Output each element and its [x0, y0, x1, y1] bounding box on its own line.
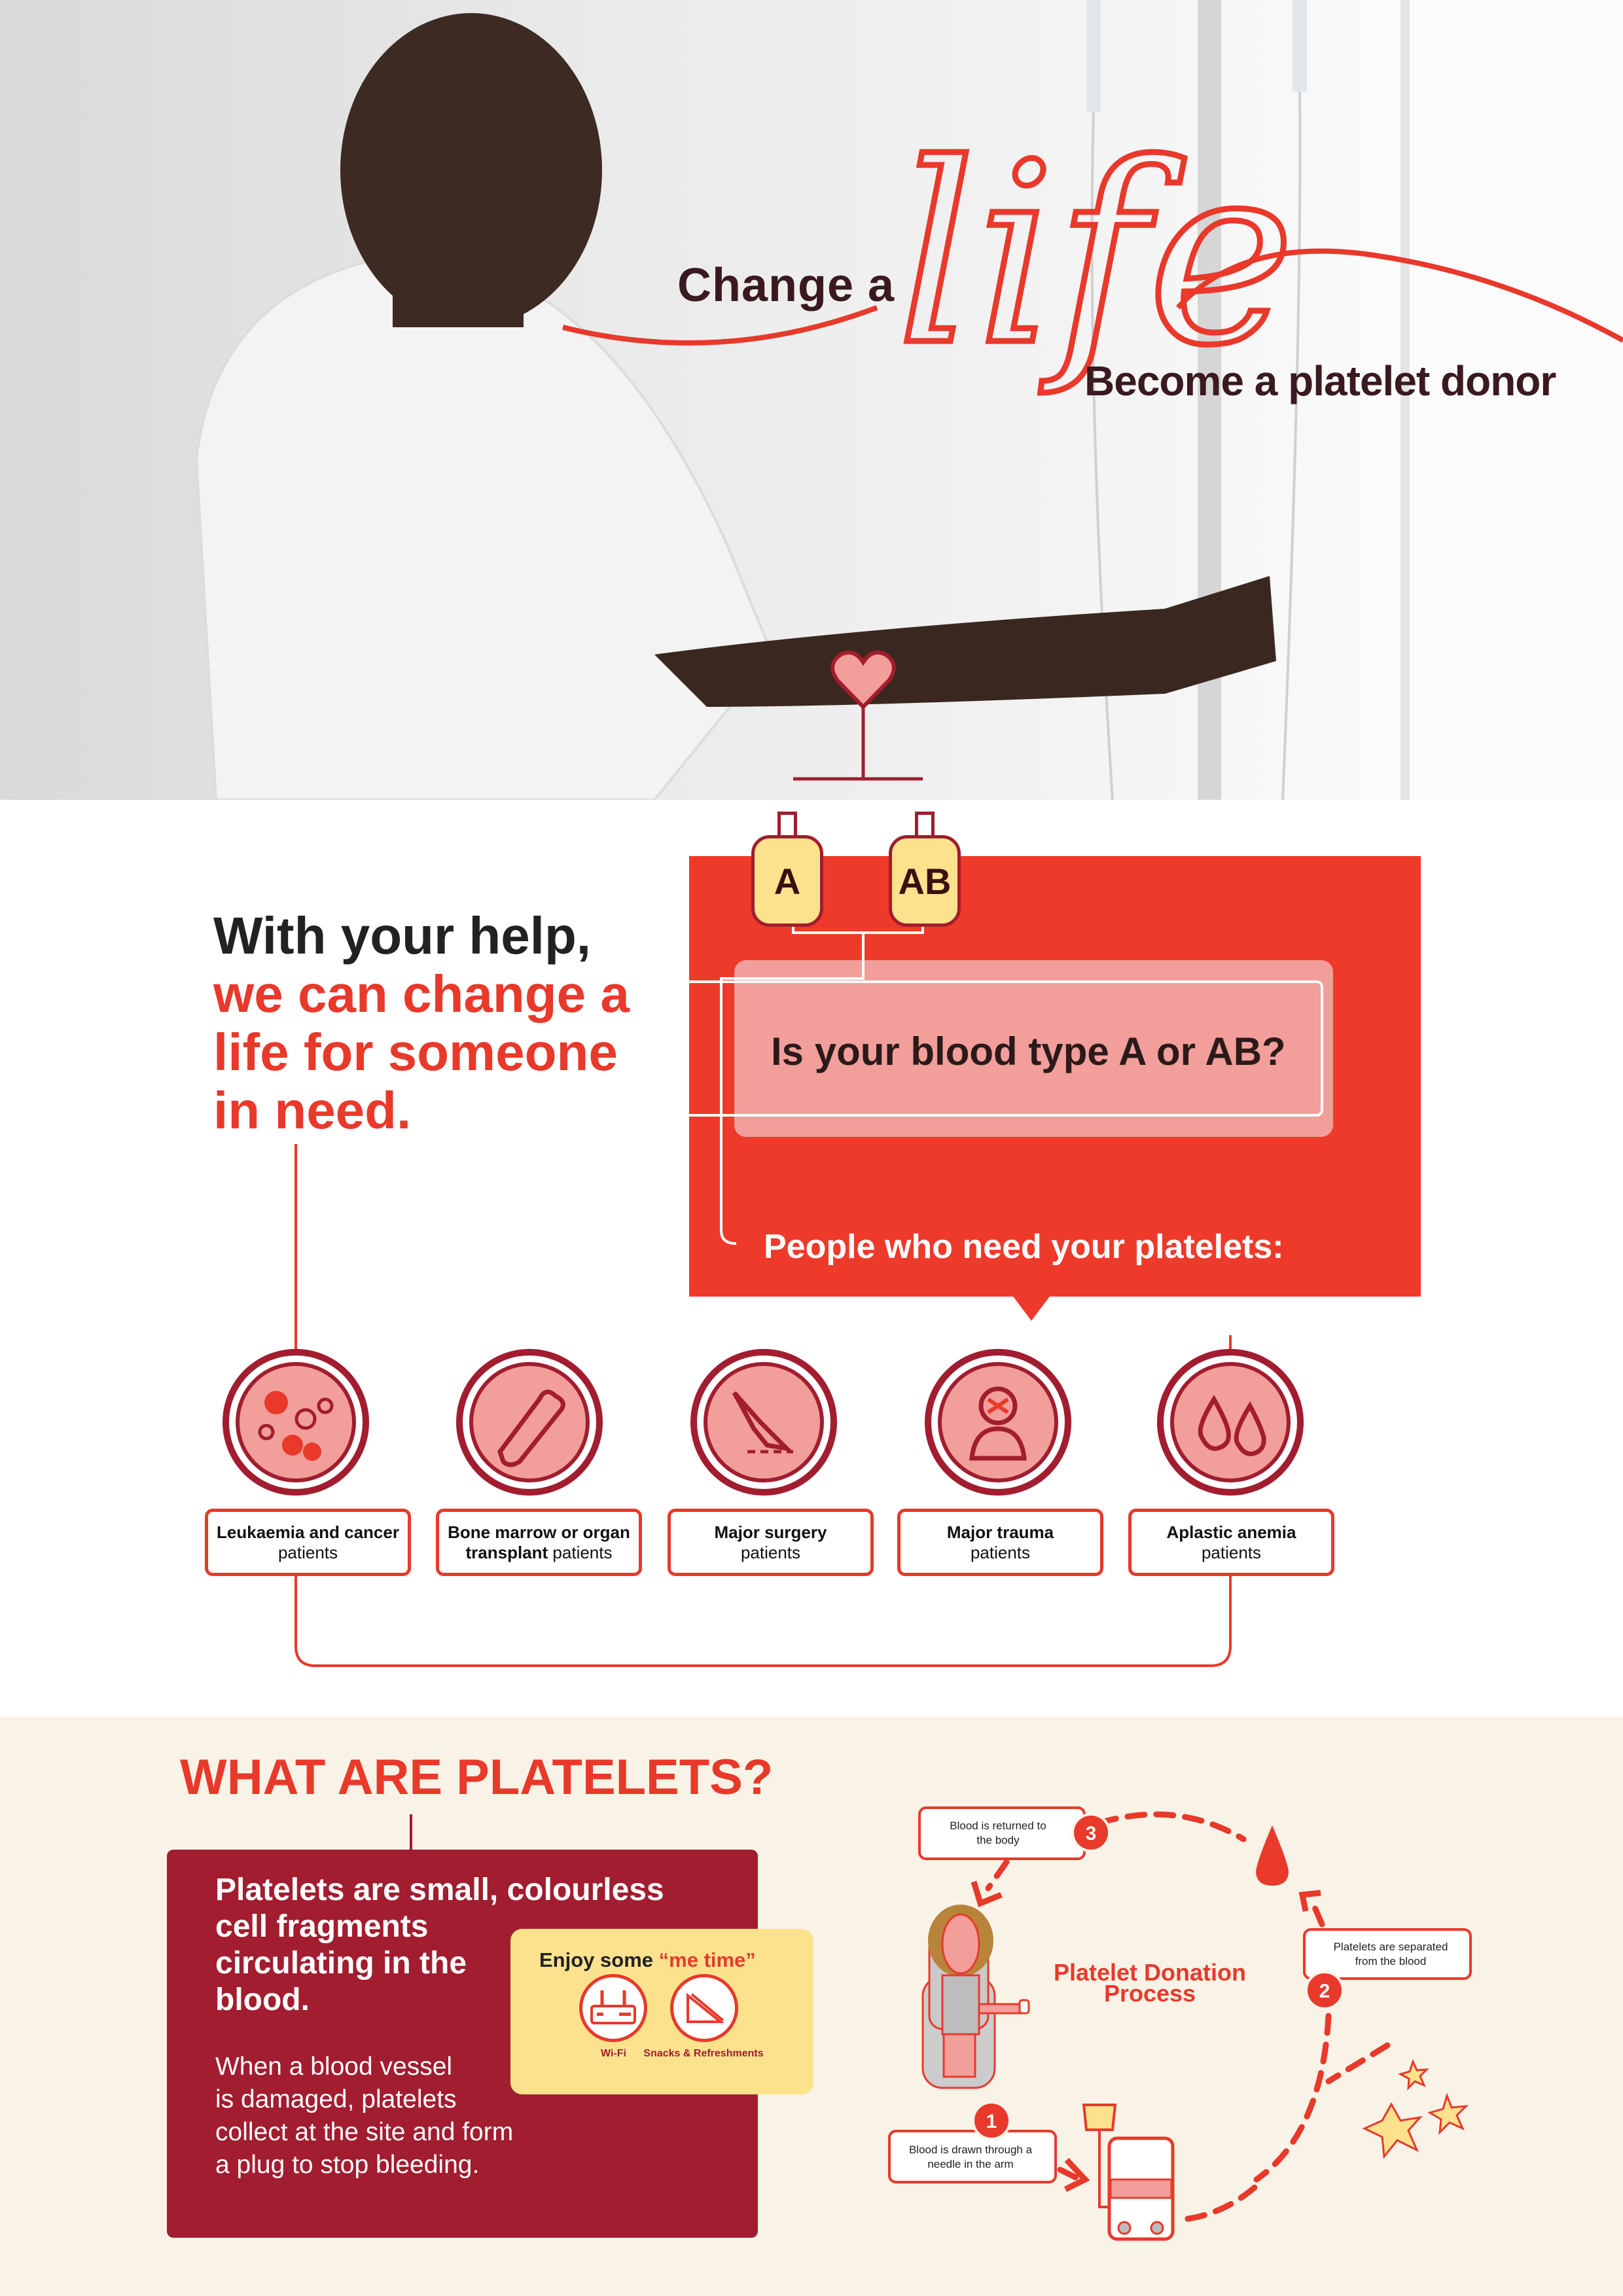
headline-life-script: life	[894, 110, 1298, 400]
wifi-router-icon	[579, 1974, 647, 2042]
step-number: 3	[1086, 1823, 1097, 1844]
arrow-head	[971, 1880, 1003, 1908]
blood-drops-icon	[1157, 1349, 1304, 1496]
apheresis-machine-icon	[1082, 2104, 1175, 2241]
help-line: With your help,	[213, 906, 592, 965]
blood-bag-ab: AB	[889, 812, 961, 927]
label-rest: patients	[552, 1543, 613, 1562]
snacks-label: Snacks & Refreshments	[643, 2048, 764, 2059]
enjoy-prefix: Enjoy some	[539, 1948, 653, 1971]
blood-bag-a: A	[751, 812, 823, 927]
wifi-label: Wi-Fi	[601, 2048, 626, 2059]
lead-line: Platelets are small, colourless	[215, 1873, 664, 1907]
arrow-head	[1298, 1890, 1321, 1912]
step-text: Platelets are separated	[1334, 1941, 1448, 1953]
help-heading: With your help, we can change a life for…	[213, 906, 630, 1139]
arm	[654, 576, 1276, 707]
label-rest: patients	[970, 1543, 1031, 1562]
panel-pointer	[1012, 1295, 1051, 1321]
arrow-head	[1063, 2157, 1090, 2193]
label-bold: Leukaemia and cancer	[217, 1522, 399, 1542]
step-text: Blood is returned to	[950, 1820, 1046, 1832]
label-bold: Major trauma	[946, 1522, 1054, 1542]
label-bold: Bone marrow or organ	[448, 1522, 630, 1542]
blood-type-label: AB	[889, 835, 961, 927]
help-line: life for someone	[213, 1023, 618, 1081]
sandwich-icon	[670, 1974, 738, 2042]
title-tick	[410, 1814, 412, 1850]
question-box	[734, 960, 1333, 1137]
label-bold: Major surgery	[714, 1522, 827, 1542]
platelets-lead: Platelets are small, colourless cell fra…	[215, 1872, 664, 2018]
scalpel-icon	[690, 1349, 837, 1496]
lead-line: cell fragments	[215, 1909, 429, 1944]
help-line: we can change a	[213, 965, 630, 1023]
body-line: When a blood vessel	[215, 2053, 453, 2081]
help-line: in need.	[213, 1081, 412, 1139]
heart-icon	[830, 651, 896, 710]
headline-change: Change a	[677, 259, 895, 312]
body-line: collect at the site and form	[215, 2118, 514, 2146]
process-title: Process	[1104, 1980, 1196, 2007]
hero-photo: Change a life Become a platelet donor	[0, 0, 1623, 800]
step-2: Platelets are separated from the blood 2	[1303, 1928, 1472, 2010]
blood-drop-icon	[1256, 1825, 1289, 1886]
step-text: the body	[976, 1834, 1020, 1846]
wave-line	[562, 248, 1623, 346]
label-rest: patients	[277, 1543, 338, 1562]
blood-type-label: A	[751, 835, 823, 927]
bone-icon	[456, 1349, 603, 1496]
connector-lines	[294, 651, 1232, 1667]
blood-cells-icon	[223, 1349, 369, 1496]
body-line: is damaged, platelets	[215, 2085, 457, 2113]
people-heading: People who need your platelets:	[764, 1228, 1284, 1266]
process-arrows	[985, 1811, 1391, 2222]
lead-line: blood.	[215, 1982, 310, 2017]
me-time-box: Enjoy some “me time” Wi-Fi Snacks & Refr…	[510, 1929, 813, 2094]
headline-become-donor: Become a platelet donor	[1084, 357, 1556, 404]
me-time-heading: Enjoy some “me time”	[539, 1948, 756, 1972]
label-rest: patients	[1201, 1543, 1262, 1562]
label-bold: transplant	[465, 1543, 548, 1562]
process-title: Platelet Donation	[1054, 1959, 1246, 1986]
injured-person-icon	[925, 1349, 1071, 1496]
blood-type-question: Is your blood type A or AB?	[771, 1030, 1286, 1073]
donor-person-illustration	[921, 1905, 1030, 2089]
label-rest: patients	[740, 1543, 801, 1562]
platelets-title: WHAT ARE PLATELETS?	[180, 1749, 774, 1805]
step-number: 1	[986, 2111, 997, 2132]
body-line: a plug to stop bleeding.	[215, 2151, 480, 2179]
lead-line: circulating in the	[215, 1946, 467, 1981]
step-text: from the blood	[1355, 1955, 1427, 1967]
enjoy-highlight: “me time”	[658, 1948, 756, 1971]
step-1: Blood is drawn through a needle in the a…	[888, 2101, 1057, 2183]
label-bold: Aplastic anemia	[1166, 1522, 1296, 1542]
step-number: 2	[1319, 1981, 1330, 2002]
step-3: Blood is returned to the body 3	[918, 1806, 1111, 1860]
step-text: Blood is drawn through a	[909, 2144, 1033, 2156]
platelet-stars-icon	[1362, 2058, 1469, 2159]
platelets-body: When a blood vessel is damaged, platelet…	[215, 2051, 513, 2181]
donation-process-diagram: Platelet Donation Process Blood is retur…	[888, 1806, 1472, 2241]
step-text: needle in the arm	[927, 2158, 1013, 2170]
hero-illustration	[194, 0, 1623, 800]
